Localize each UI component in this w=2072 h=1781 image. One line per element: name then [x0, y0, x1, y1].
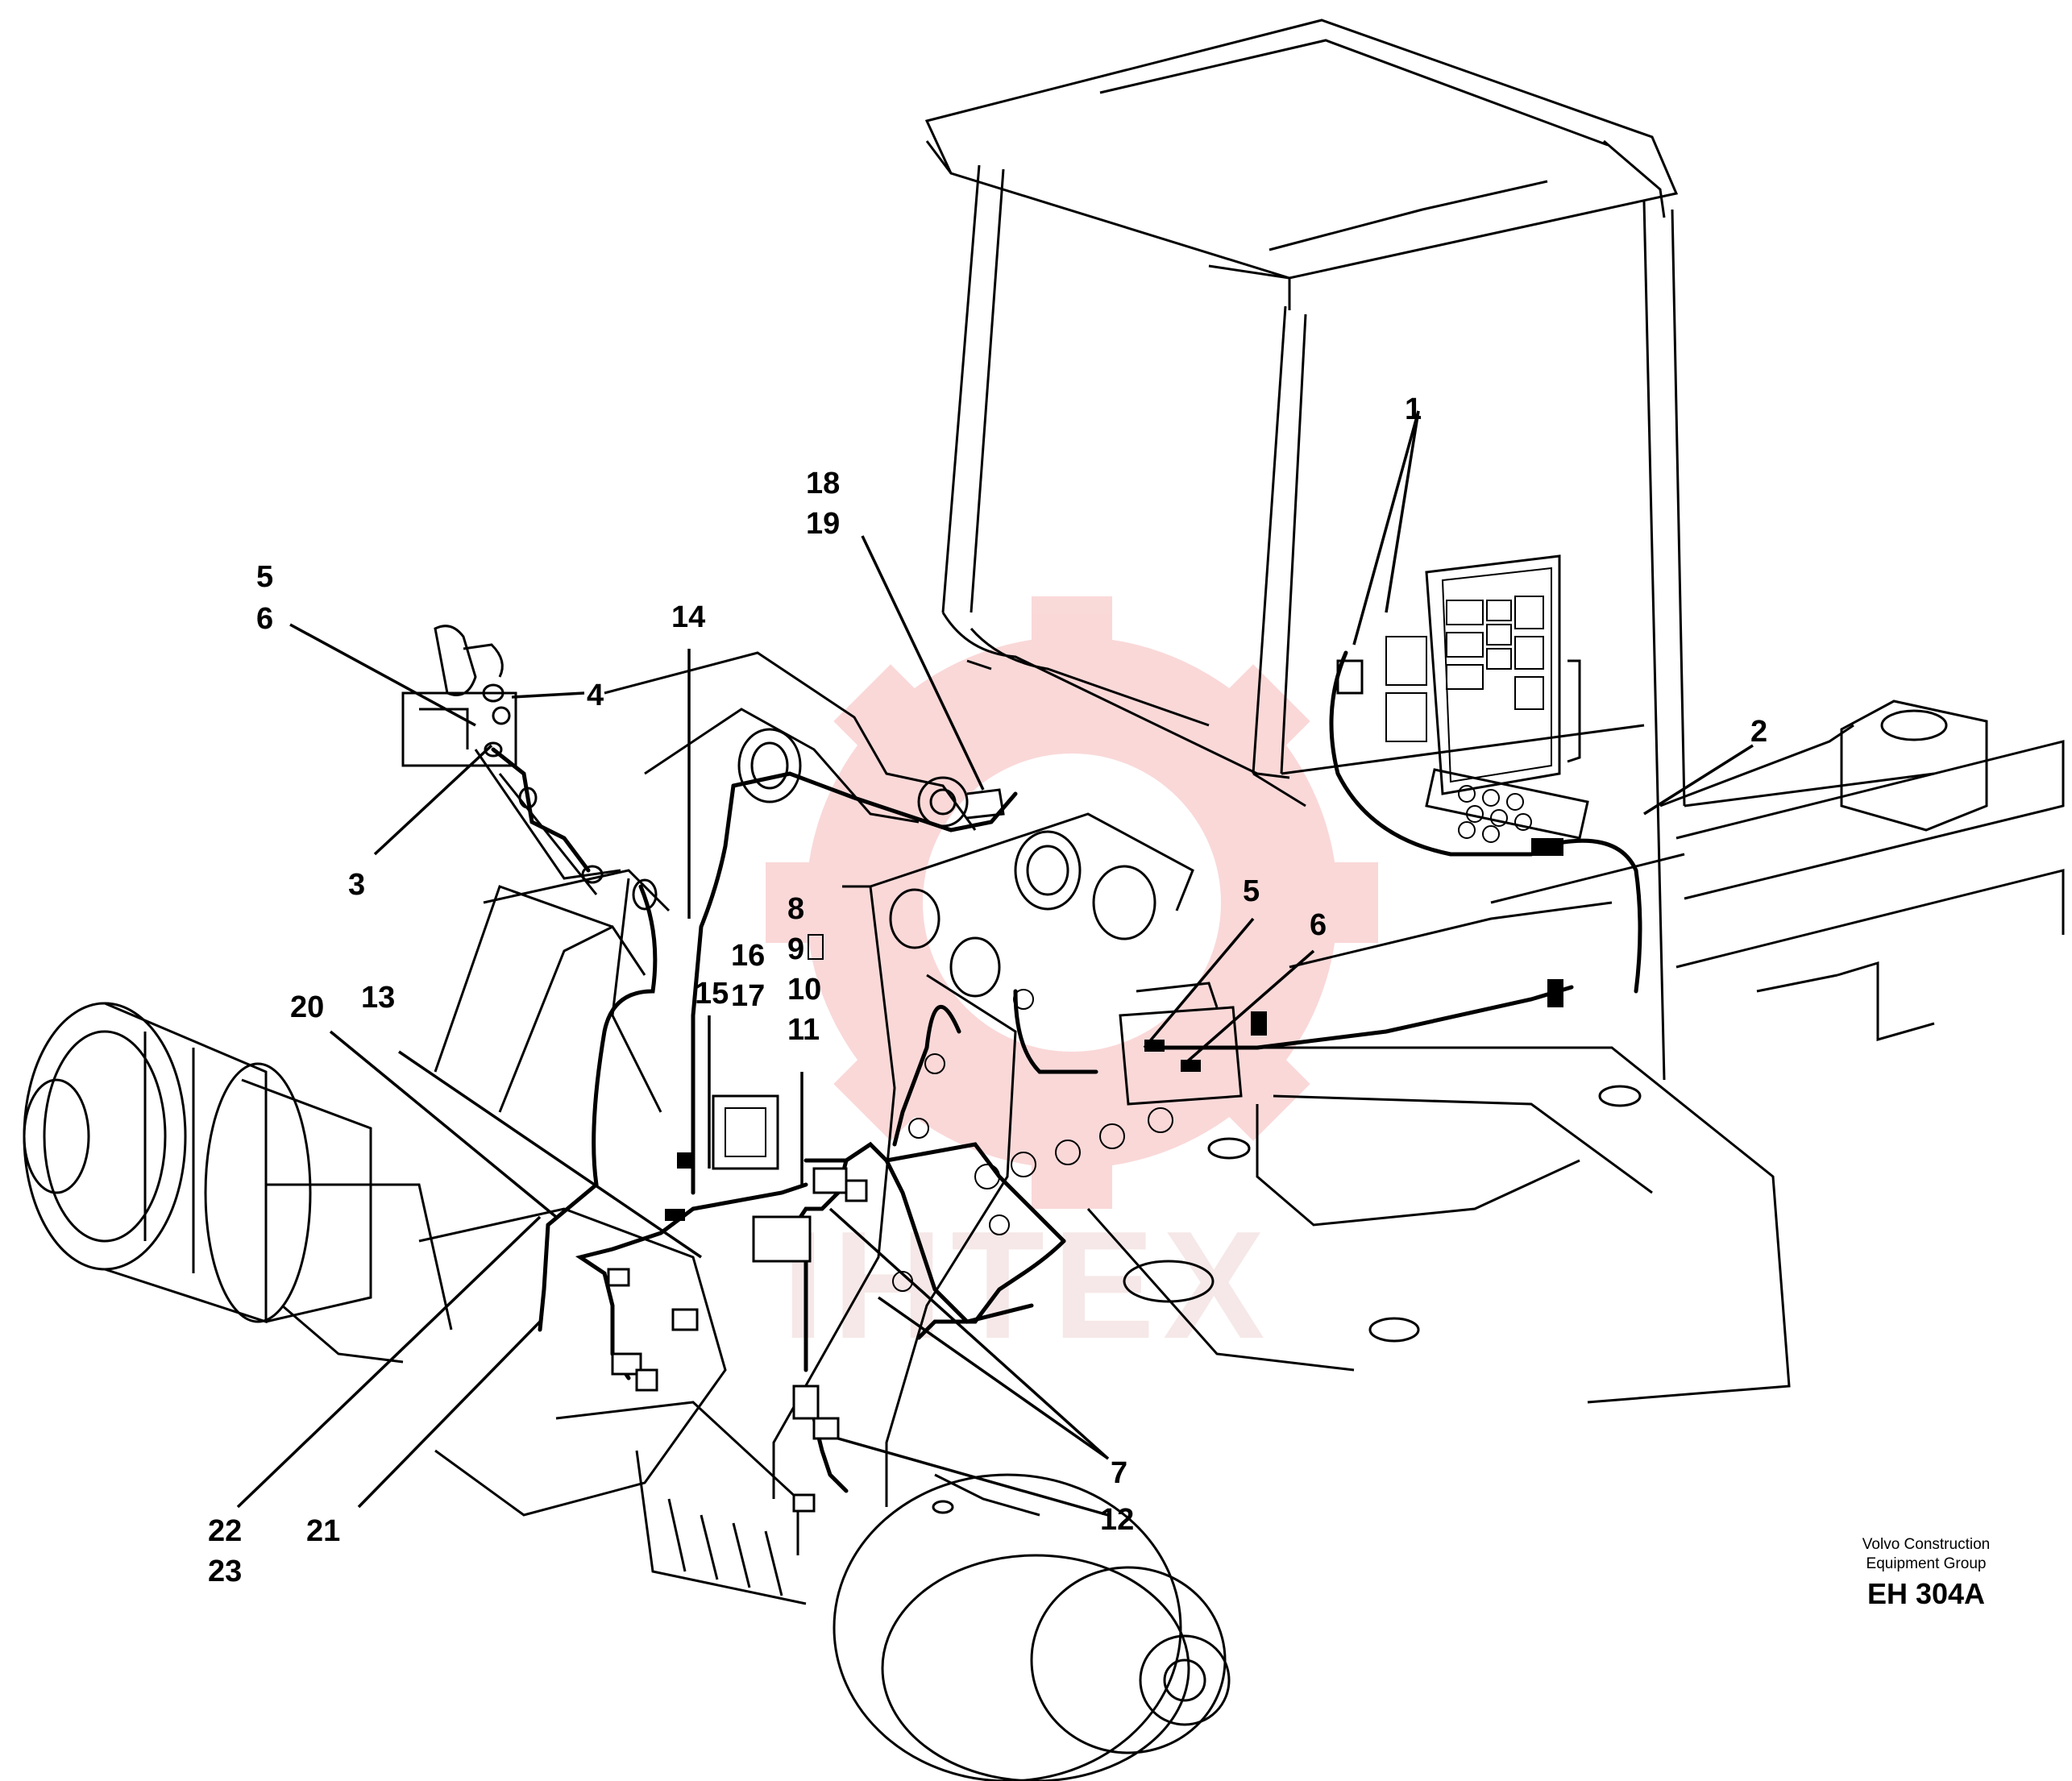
drawing-footer: Volvo Construction Equipment Group EH 30…: [1862, 1536, 1990, 1610]
callout-20: 20: [290, 990, 324, 1024]
callout-4: 4: [587, 679, 604, 712]
callout-8: 8: [787, 892, 804, 926]
callout-6-left: 6: [256, 602, 273, 636]
callout-10: 10: [787, 973, 821, 1007]
callout-15: 15: [695, 977, 729, 1011]
callout-14: 14: [671, 600, 705, 634]
callout-11: 11: [787, 1013, 820, 1047]
callout-3: 3: [348, 868, 365, 902]
watermark-gear-logo: [766, 596, 1378, 1209]
callout-5-left: 5: [256, 560, 273, 594]
callout-21: 21: [306, 1514, 340, 1548]
company-line-1: Volvo Construction: [1862, 1536, 1990, 1553]
fuse-relay-panel: [1336, 554, 1589, 843]
callout-16: 16: [731, 939, 765, 973]
wiring-harness: [482, 650, 1642, 1513]
callout-labels: 1 2 3 4 5 6 5 6 7 8 9 10 11 12 13 14 15 …: [208, 392, 1767, 1588]
drawing-code: EH 304A: [1867, 1577, 1985, 1610]
callout-17: 17: [731, 979, 765, 1013]
cab-drawing: [924, 19, 1935, 1081]
company-line-2: Equipment Group: [1866, 1555, 1987, 1572]
callout-22: 22: [208, 1514, 242, 1548]
callout-12: 12: [1100, 1503, 1134, 1537]
front-axle-drawing: [23, 1002, 1231, 1781]
callout-2: 2: [1750, 715, 1767, 749]
callout-23: 23: [208, 1555, 242, 1588]
callout-6-right: 6: [1310, 908, 1327, 942]
leader-lines: [236, 410, 1754, 1517]
callout-18: 18: [806, 467, 840, 500]
callout-7: 7: [1111, 1456, 1127, 1490]
front-frame-drawing: [401, 625, 1194, 1507]
callout-9-box: [808, 934, 824, 960]
callout-13: 13: [361, 981, 395, 1015]
rear-frame-drawing: [1086, 700, 2065, 1404]
callout-9: 9: [787, 932, 804, 966]
callout-19: 19: [806, 507, 840, 541]
callout-5-right: 5: [1243, 874, 1260, 908]
watermark-text: IHTEX: [782, 1200, 1273, 1371]
callout-1: 1: [1405, 392, 1422, 426]
